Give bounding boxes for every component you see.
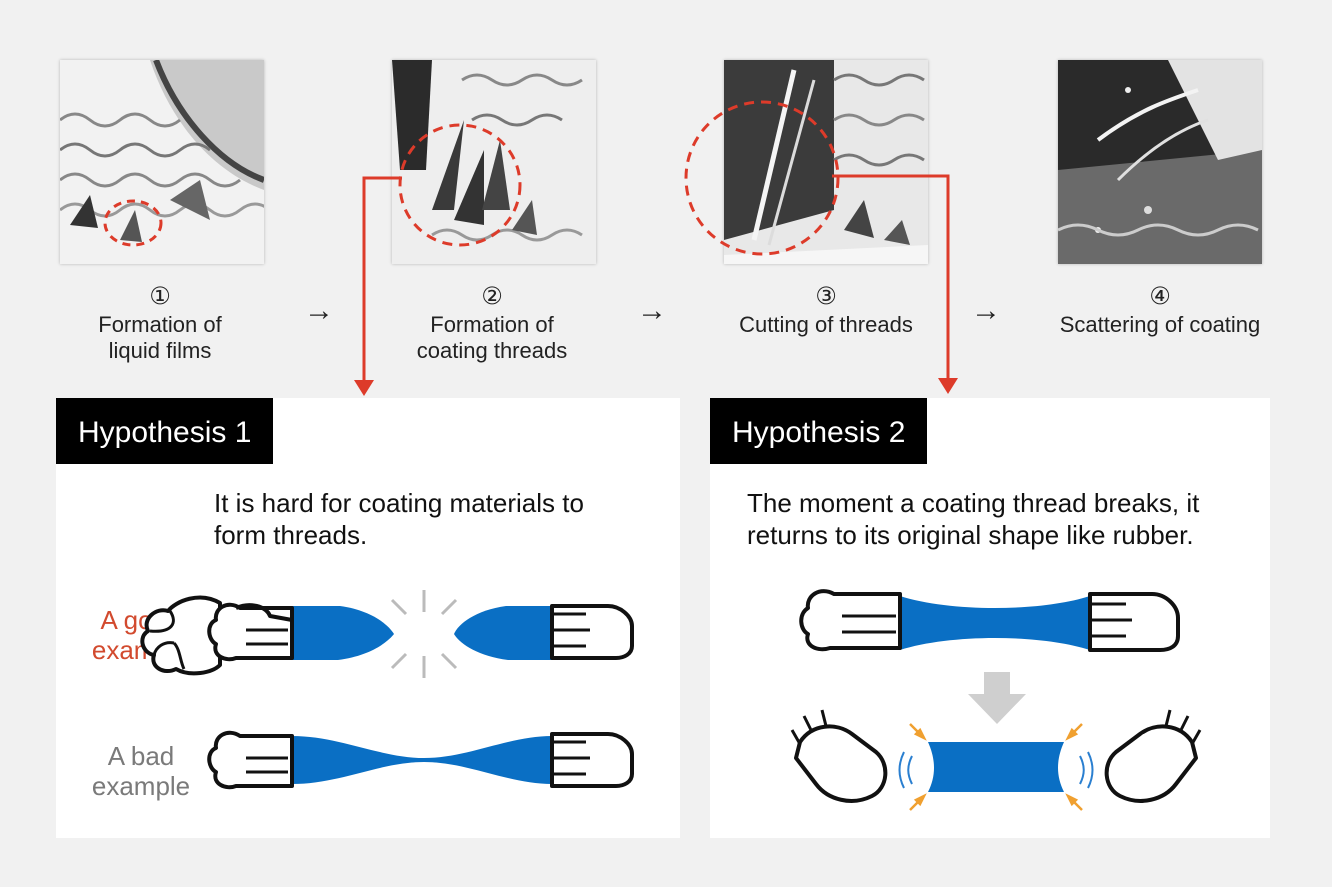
step-1-caption: ① Formation of liquid films [40, 284, 280, 364]
bad-example-label: A bad example [56, 741, 226, 801]
step-3-number: ③ [815, 283, 837, 310]
micrograph-step-1 [60, 60, 264, 264]
hypothesis-2-text-line2: returns to its original shape like rubbe… [747, 520, 1194, 550]
hypothesis-1-label: Hypothesis 1 [56, 398, 274, 464]
bad-example-line1: A bad [107, 741, 175, 771]
step-arrow-2: → [637, 294, 667, 327]
hypothesis-1-text-line1: It is hard for coating materials to [214, 488, 584, 518]
step-3-caption: ③ Cutting of threads [706, 284, 946, 338]
step-2-caption: ② Formation of coating threads [372, 284, 612, 364]
good-example-line2: example [91, 635, 191, 665]
connector-arrowhead-2 [938, 378, 958, 394]
step-1-line2: liquid films [108, 338, 212, 363]
micrograph-step-4 [1058, 60, 1262, 264]
step-arrow-1: → [304, 294, 334, 327]
step-3-line1: Cutting of threads [739, 312, 913, 337]
micrograph-step-2 [392, 60, 596, 264]
hypothesis-2-label: Hypothesis 2 [710, 398, 928, 464]
step-2-line1: Formation of [430, 312, 554, 337]
connector-arrowhead-1 [354, 380, 374, 396]
good-example-line1: A good [100, 605, 182, 635]
step-4-caption: ④ Scattering of coating [1040, 284, 1280, 338]
step-1-number: ① [149, 283, 171, 310]
step-2-line2: coating threads [416, 338, 568, 363]
good-example-label: A good example [56, 605, 226, 665]
hypothesis-1-text-line2: form threads. [214, 520, 368, 550]
step-4-line1: Scattering of coating [1059, 312, 1261, 337]
step-4-number: ④ [1149, 283, 1171, 310]
hypothesis-2-text-line1: The moment a coating thread breaks, it [747, 488, 1200, 518]
step-arrow-3: → [971, 294, 1001, 327]
micrograph-step-3 [724, 60, 928, 264]
bad-example-line2: example [91, 771, 191, 801]
step-1-line1: Formation of [98, 312, 222, 337]
hypothesis-2-text: The moment a coating thread breaks, it r… [747, 487, 1199, 551]
hypothesis-1-text: It is hard for coating materials to form… [214, 487, 584, 551]
step-2-number: ② [481, 283, 503, 310]
